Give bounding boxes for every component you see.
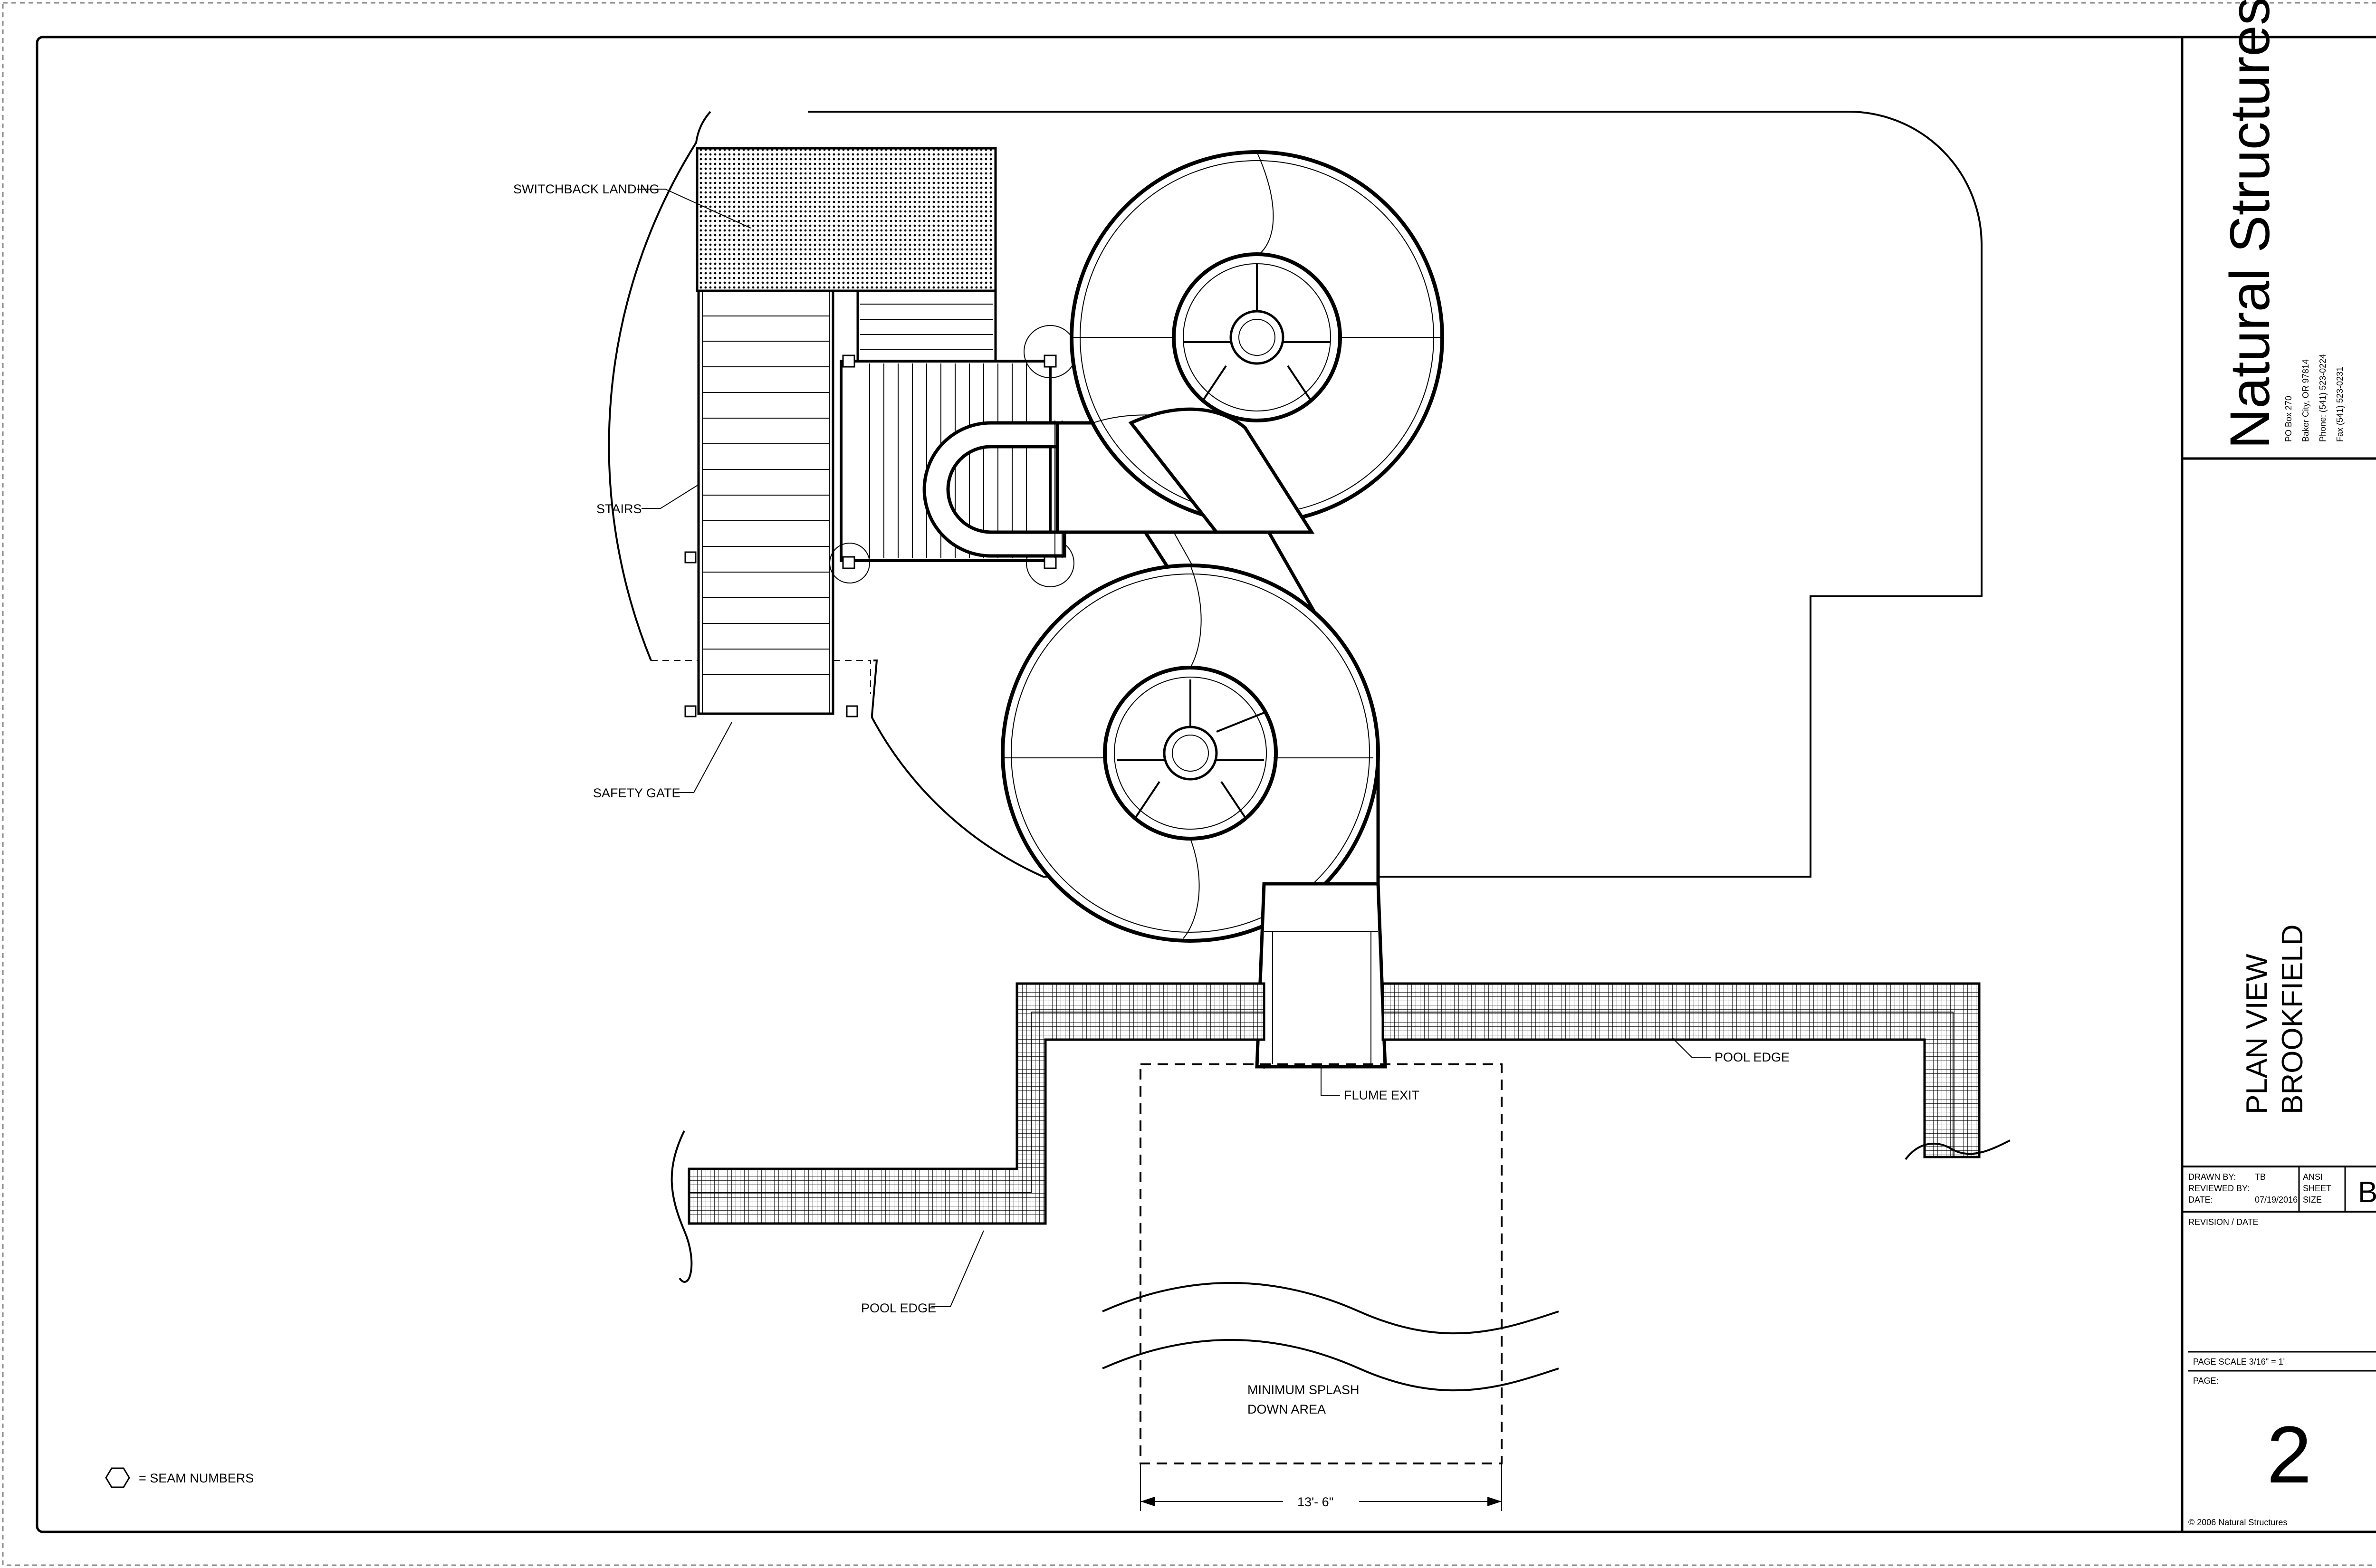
water-wave-2 [1102,1339,1559,1392]
leader-switchback [637,189,751,229]
date-value: 07/19/2016 [2255,1195,2298,1205]
leader-stairs [642,484,699,509]
leader-flume-exit [1321,1064,1340,1096]
leader-pool-edge-right [1672,1038,1711,1058]
label-splash-line2: DOWN AREA [1247,1402,1326,1416]
legend-seam-numbers: = SEAM NUMBERS [139,1471,254,1485]
title-block: Natural Structures PO Box 270 Baker City… [2182,0,2376,1527]
sheet-size-label-3: SIZE [2303,1195,2322,1205]
revision-label: REVISION / DATE [2188,1217,2259,1227]
pool-break-right [1905,1139,2011,1160]
address-line-1: PO Box 270 [2284,396,2293,442]
page-label: PAGE: [2193,1376,2219,1386]
reviewed-by-label: REVIEWED BY: [2188,1184,2250,1193]
view-title-line-2: BROOKFIELD [2276,924,2309,1114]
view-title-line-1: PLAN VIEW [2241,954,2273,1114]
label-dimension: 13'- 6" [1297,1495,1333,1509]
date-label: DATE: [2188,1195,2213,1205]
address-line-4: Fax (541) 523-0231 [2335,367,2345,442]
page-number: 2 [2267,1410,2312,1500]
label-pool-edge-left: POOL EDGE [861,1301,936,1315]
pool-coping [688,982,1981,1225]
water-wave-1 [1102,1282,1559,1335]
sheet-size-value: B [2358,1176,2376,1209]
exit-flume [1255,882,1387,1069]
sheet-size-label-2: SHEET [2303,1184,2331,1193]
address-line-3: Phone: (541) 523-0224 [2318,354,2328,442]
switchback-landing [696,147,997,292]
label-splash-line1: MINIMUM SPLASH [1247,1383,1360,1397]
label-switchback-landing: SWITCHBACK LANDING [513,182,660,196]
label-safety-gate: SAFETY GATE [593,786,680,800]
lower-spiral [1001,564,1380,943]
upper-spiral-chute [1128,407,1315,534]
dimension-13-6 [1140,1463,1502,1511]
copyright: © 2006 Natural Structures [2188,1518,2287,1527]
drawn-by-value: TB [2255,1172,2266,1182]
main-stairs [684,289,858,717]
page-scale: PAGE SCALE 3/16" = 1' [2193,1357,2285,1367]
leader-safety-gate [675,722,732,793]
upper-stairs [856,289,997,363]
pool-break-left [671,1130,693,1283]
drawn-by-label: DRAWN BY: [2188,1172,2236,1182]
seam-number-hexagon-icon [105,1467,130,1488]
leader-pool-edge-left [931,1230,984,1307]
address-line-2: Baker City, OR 97814 [2301,359,2310,442]
company-name: Natural Structures [2219,0,2281,449]
label-stairs: STAIRS [596,502,642,516]
sheet-size-label-1: ANSI [2303,1172,2323,1182]
drawing-border [36,36,2376,1533]
label-pool-edge-right: POOL EDGE [1715,1050,1790,1064]
deck-outline [608,111,1983,878]
label-flume-exit: FLUME EXIT [1344,1088,1419,1102]
